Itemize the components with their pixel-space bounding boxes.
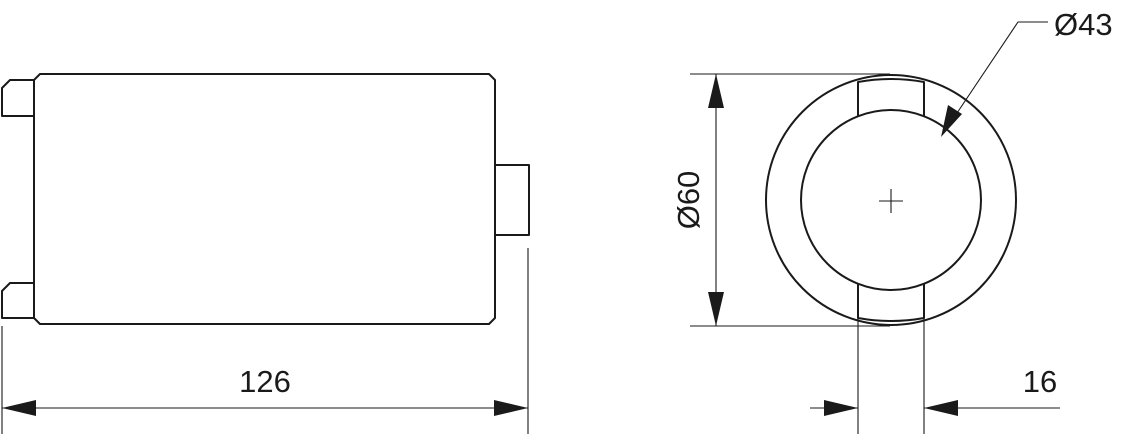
length-arrow-right <box>494 400 528 416</box>
side-view <box>1 73 530 325</box>
slot-width-arrow-left <box>824 400 858 416</box>
outer-diameter-label: Ø60 <box>671 171 706 230</box>
outer-diameter-dimension: Ø60 <box>671 73 890 327</box>
slot-width-arrow-right <box>924 400 958 416</box>
outer-diameter-arrow-top <box>708 74 724 108</box>
side-view-right-boss <box>494 164 530 236</box>
inner-diameter-leader <box>952 21 1048 120</box>
slot-width-dimension: 16 <box>810 318 1060 434</box>
end-view-bottom-slot <box>857 284 925 322</box>
slot-width-label: 16 <box>1023 364 1057 399</box>
inner-diameter-label: Ø43 <box>1054 7 1113 42</box>
length-arrow-left <box>2 400 36 416</box>
end-view-outer-circle <box>765 74 1017 326</box>
side-view-upper-lug <box>1 79 35 117</box>
length-dimension: 126 <box>1 248 529 434</box>
end-view <box>765 74 1017 326</box>
end-view-top-slot <box>857 78 925 116</box>
inner-diameter-dimension: Ø43 <box>941 7 1113 137</box>
side-view-lower-lug <box>1 282 35 319</box>
length-dimension-label: 126 <box>239 364 291 399</box>
end-view-inner-circle <box>800 109 982 291</box>
outer-diameter-arrow-bottom <box>708 292 724 326</box>
inner-diameter-arrow <box>941 105 962 137</box>
side-view-body <box>33 73 496 325</box>
